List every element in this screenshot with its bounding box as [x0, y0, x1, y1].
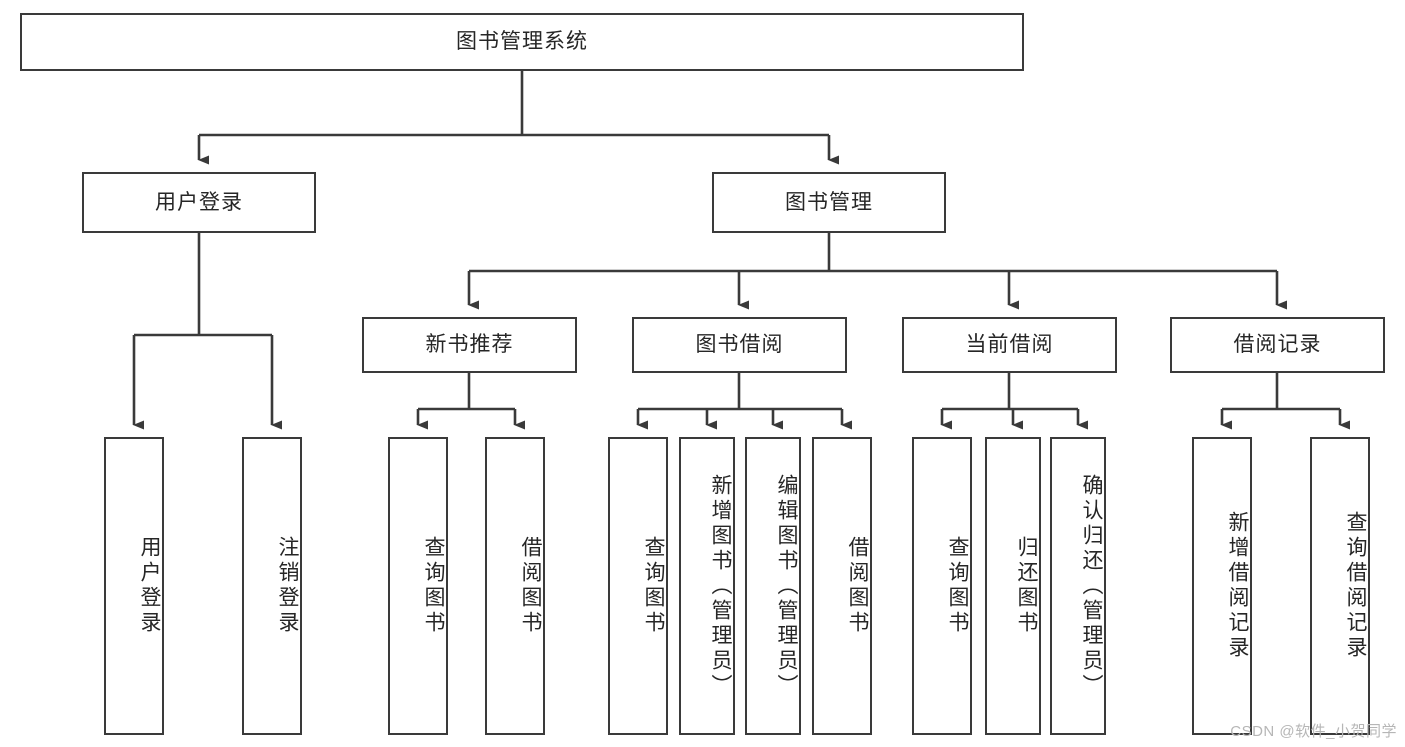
- node-label: 图书借阅: [695, 333, 784, 357]
- node-label: 新书推荐: [425, 333, 514, 357]
- node-label: 图书管理系统: [456, 30, 588, 54]
- leaf-borrow-books-borrowing[interactable]: 借阅图书: [812, 437, 872, 735]
- leaf-query-borrow-record[interactable]: 查询借阅记录: [1310, 437, 1370, 735]
- node-label: 查询图书: [422, 536, 445, 636]
- leaf-logout[interactable]: 注销登录: [242, 437, 302, 735]
- node-label: 借阅图书: [519, 536, 542, 636]
- node-label: 查询借阅记录: [1344, 511, 1367, 661]
- node-root-library-management-system[interactable]: 图书管理系统: [20, 13, 1024, 71]
- current-borrow-to-leaves-connectors: [940, 373, 1088, 430]
- node-borrowing-records[interactable]: 借阅记录: [1170, 317, 1385, 373]
- node-label: 图书管理: [785, 190, 873, 214]
- new-book-to-leaves-connectors: [416, 373, 525, 430]
- node-current-borrowing[interactable]: 当前借阅: [902, 317, 1117, 373]
- node-label: 查询图书: [946, 536, 969, 636]
- leaf-add-borrow-record[interactable]: 新增借阅记录: [1192, 437, 1252, 735]
- user-login-to-leaves-connectors: [132, 233, 282, 430]
- leaf-borrow-books-recommendation[interactable]: 借阅图书: [485, 437, 545, 735]
- node-label: 编辑图书（管理员）: [775, 473, 798, 699]
- node-label: 借阅图书: [846, 536, 869, 636]
- node-label: 借阅记录: [1233, 333, 1322, 357]
- node-label: 新增图书（管理员）: [709, 473, 732, 699]
- csdn-watermark: CSDN @软件_小贺同学: [1230, 723, 1397, 740]
- leaf-query-books-current[interactable]: 查询图书: [912, 437, 972, 735]
- node-label: 查询图书: [642, 536, 665, 636]
- node-label: 确认归还（管理员）: [1080, 473, 1103, 699]
- node-label: 用户登录: [155, 190, 243, 214]
- book-mgmt-to-level3-connectors: [467, 233, 1287, 310]
- node-label: 用户登录: [138, 536, 161, 636]
- node-label: 注销登录: [276, 536, 299, 636]
- leaf-query-books-borrowing[interactable]: 查询图书: [608, 437, 668, 735]
- node-book-borrowing[interactable]: 图书借阅: [632, 317, 847, 373]
- leaf-confirm-return-admin[interactable]: 确认归还（管理员）: [1050, 437, 1106, 735]
- node-user-login[interactable]: 用户登录: [82, 172, 316, 233]
- node-label: 新增借阅记录: [1226, 511, 1249, 661]
- node-label: 归还图书: [1015, 536, 1038, 636]
- book-borrow-to-leaves-connectors: [636, 373, 852, 430]
- leaf-add-book-admin[interactable]: 新增图书（管理员）: [679, 437, 735, 735]
- node-label: 当前借阅: [965, 333, 1054, 357]
- node-new-book-recommendation[interactable]: 新书推荐: [362, 317, 577, 373]
- root-to-level2-connectors: [197, 71, 839, 165]
- leaf-return-books[interactable]: 归还图书: [985, 437, 1041, 735]
- leaf-query-books-recommendation[interactable]: 查询图书: [388, 437, 448, 735]
- node-book-management[interactable]: 图书管理: [712, 172, 946, 233]
- leaf-user-login[interactable]: 用户登录: [104, 437, 164, 735]
- borrow-record-to-leaves-connectors: [1220, 373, 1350, 430]
- leaf-edit-book-admin[interactable]: 编辑图书（管理员）: [745, 437, 801, 735]
